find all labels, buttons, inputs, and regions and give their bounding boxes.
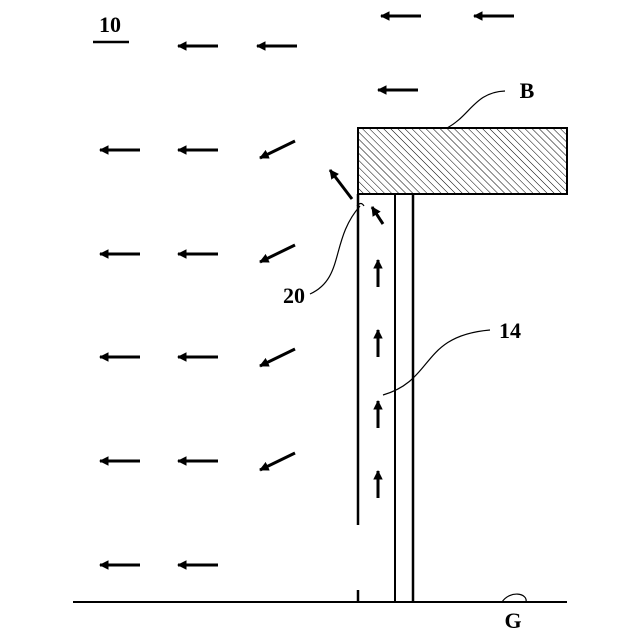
- deflected-arrow: [260, 141, 295, 158]
- deflected-arrow: [260, 349, 295, 366]
- building-label: B: [520, 78, 535, 103]
- leader-line-gap-element: [310, 206, 360, 294]
- deflected-arrow: [260, 453, 295, 470]
- leader-line-building: [447, 91, 505, 128]
- channel-arrows-group: [372, 207, 383, 498]
- deflected-arrow: [260, 245, 295, 262]
- wind-arrows-group: [100, 16, 514, 565]
- channel-label: 14: [499, 318, 521, 343]
- leader-line-ground: [502, 594, 526, 602]
- outflow-arrow: [330, 170, 352, 199]
- channel-arrow-up-angled: [372, 207, 383, 224]
- ground-label: G: [504, 608, 521, 633]
- gap-element-label: 20: [283, 283, 305, 308]
- building-block: [358, 128, 567, 194]
- leader-line-channel: [383, 330, 490, 395]
- figure-number-label: 10: [99, 12, 121, 37]
- outflow-arrows-group: [330, 170, 352, 199]
